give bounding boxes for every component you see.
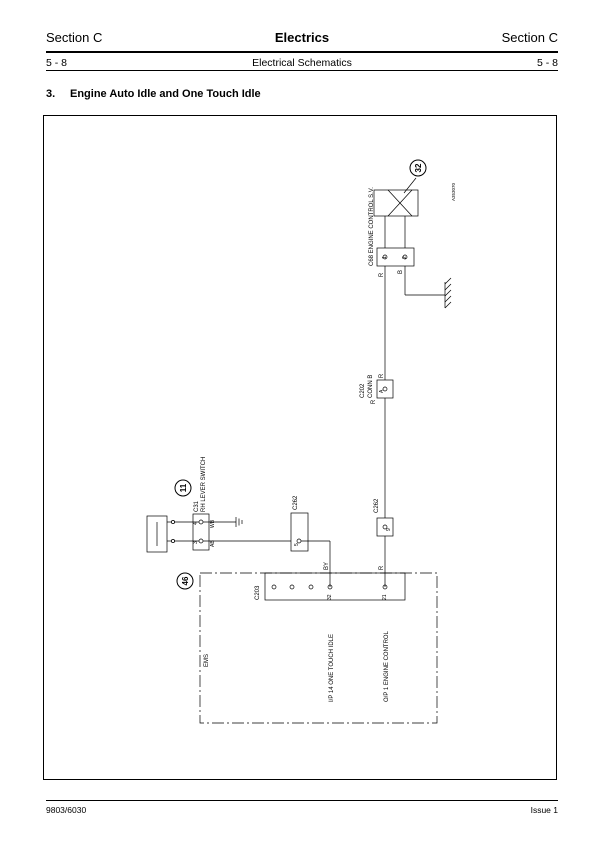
- pin-3: 3: [193, 541, 199, 544]
- pin-9: 9: [386, 528, 392, 531]
- label-conn-b: CONN B: [368, 375, 374, 398]
- wire-wb: WB: [210, 519, 216, 528]
- subheader-right: 5 - 8: [536, 57, 558, 69]
- subheader-rule: [46, 70, 558, 71]
- footer-rule: [46, 800, 558, 801]
- section-title-text: Engine Auto Idle and One Touch Idle: [70, 88, 261, 100]
- diagram-frame: [43, 115, 557, 780]
- label-c262-9: C262: [374, 498, 380, 513]
- callout-46: 46: [181, 576, 190, 585]
- section-title: 3. Engine Auto Idle and One Touch Idle: [46, 88, 261, 100]
- section-number: 3.: [46, 88, 56, 100]
- pin-4: 4: [193, 522, 199, 525]
- label-c31: C31: [194, 500, 200, 512]
- wire-r-c202-bottom: R: [371, 399, 377, 404]
- wire-r-c202-top: R: [379, 373, 385, 378]
- label-c262-5: C262: [293, 495, 299, 510]
- subheader-left: 5 - 8: [46, 57, 68, 69]
- page-subheader: 5 - 8 Electrical Schematics 5 - 8: [46, 57, 558, 71]
- diagram-ref: A353070: [451, 183, 456, 202]
- pin-1: 1: [382, 256, 388, 259]
- footer-issue: Issue 1: [530, 805, 558, 815]
- connector-c262-5: [290, 512, 309, 552]
- wire-ab: AB: [210, 540, 216, 547]
- wire-r-ems: R: [379, 565, 385, 570]
- pin-32: 32: [327, 594, 333, 600]
- pin-2: 2: [402, 256, 408, 259]
- connector-c262-9: [376, 517, 394, 537]
- pin-5: 5: [294, 543, 300, 546]
- pin-21: 21: [382, 594, 388, 600]
- label-c203: C203: [255, 585, 261, 600]
- subheader-center: Electrical Schematics: [252, 57, 352, 69]
- callout-11: 11: [179, 483, 188, 492]
- solenoid-box: [373, 189, 419, 217]
- connector-c31: [192, 513, 210, 551]
- header-center: Electrics: [274, 30, 330, 45]
- header-right: Section C: [501, 30, 558, 45]
- wire-by: BY: [324, 562, 330, 570]
- ems-box: [199, 572, 438, 724]
- connector-c203: [264, 572, 406, 601]
- footer-doc-number: 9803/6030: [46, 805, 87, 815]
- pin-a: A: [379, 389, 385, 393]
- header-rule: [46, 51, 558, 53]
- callout-32: 32: [414, 163, 423, 172]
- connector-c68: [376, 247, 415, 267]
- label-op1: O/P 1 ENGINE CONTROL: [384, 630, 390, 702]
- lever-switch-box: [146, 515, 168, 553]
- label-ip14: I/P 14 ONE TOUCH IDLE: [329, 634, 335, 702]
- header-left: Section C: [46, 30, 103, 45]
- page-header: Section C Electrics Section C: [46, 30, 558, 52]
- callout-46-circle: [176, 572, 194, 590]
- label-c68: C68 ENGINE CONTROL S.V.: [369, 187, 375, 266]
- label-rh-lever: RH LEVER SWITCH: [201, 457, 207, 512]
- callout-11-circle: [174, 479, 192, 497]
- label-c202: C202: [360, 383, 366, 398]
- wire-b: B: [398, 270, 404, 274]
- connector-c202: [376, 379, 394, 399]
- label-ems: EMS: [204, 654, 210, 667]
- wire-r-c68: R: [379, 272, 385, 277]
- callout-32-circle: [409, 159, 427, 177]
